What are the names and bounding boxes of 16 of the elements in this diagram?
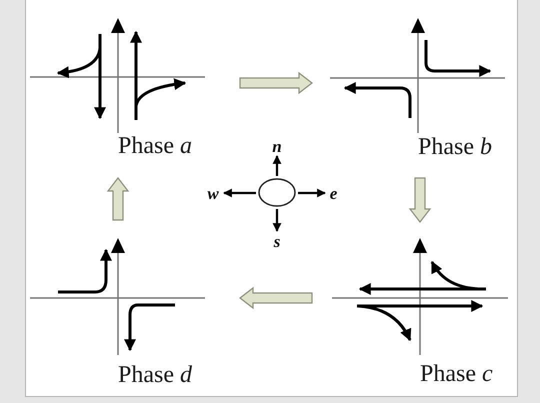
block-arrow [239,286,313,310]
block-arrow [239,72,313,94]
block-arrow [106,177,130,221]
block-arrow [408,177,432,223]
phase-label: Phase c [420,362,493,386]
direction-letter: s [270,233,284,249]
arrow [298,188,326,198]
arrow [272,209,282,232]
direction-letter: w [204,185,222,201]
direction-letter: n [270,138,284,154]
arrow [223,188,256,198]
arrow [272,155,282,176]
direction-letter: e [327,185,340,201]
phase-label: Phase d [118,363,192,387]
phase-label: Phase a [118,134,192,158]
phase-label: Phase b [418,135,492,159]
